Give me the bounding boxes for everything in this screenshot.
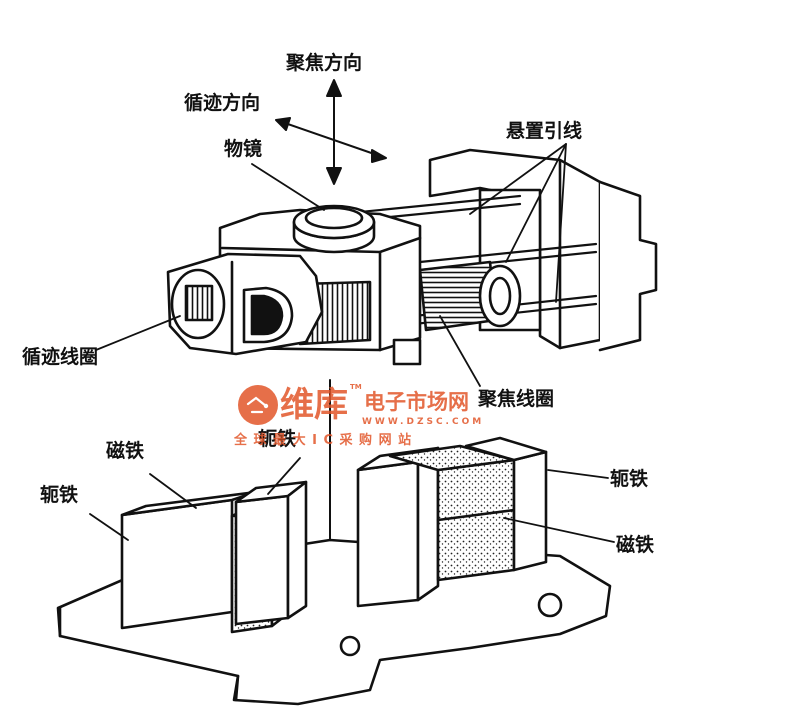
watermark-logo — [238, 385, 278, 425]
watermark-site-name: 电子市场网 — [364, 390, 469, 414]
label-magnet-left: 磁铁 — [106, 440, 145, 462]
label-tracking-direction: 循迹方向 — [184, 92, 261, 114]
label-yoke-left: 轭铁 — [40, 484, 79, 506]
watermark-slogan: 全 球 最 大 I C 采 购 网 站 — [234, 433, 413, 448]
label-suspension-wire: 悬置引线 — [506, 120, 583, 142]
watermark-url: WWW.DZSC.COM — [362, 417, 485, 427]
foot-block — [392, 338, 422, 366]
label-focus-coil: 聚焦线圈 — [478, 388, 555, 410]
tracking-direction-arrow — [275, 117, 387, 163]
label-tracking-coil: 循迹线圈 — [22, 346, 99, 368]
focus-coil-winding — [418, 260, 522, 332]
focus-direction-arrow — [326, 79, 342, 185]
yoke-center-plate — [234, 480, 308, 626]
watermark-brand: 维库 — [280, 385, 348, 425]
label-focus-direction: 聚焦方向 — [286, 52, 363, 74]
label-objective-lens: 物镜 — [224, 138, 263, 160]
label-magnet-right: 磁铁 — [616, 534, 655, 556]
yoke-right-block — [356, 446, 440, 608]
leader-lines — [89, 143, 615, 543]
label-yoke-right: 轭铁 — [610, 468, 649, 490]
watermark-tm: TM — [350, 383, 362, 391]
yoke-far-right-block — [464, 436, 548, 572]
objective-lens — [292, 204, 376, 254]
tracking-coil — [166, 252, 324, 356]
label-yoke-center: 轭铁 — [258, 428, 297, 450]
